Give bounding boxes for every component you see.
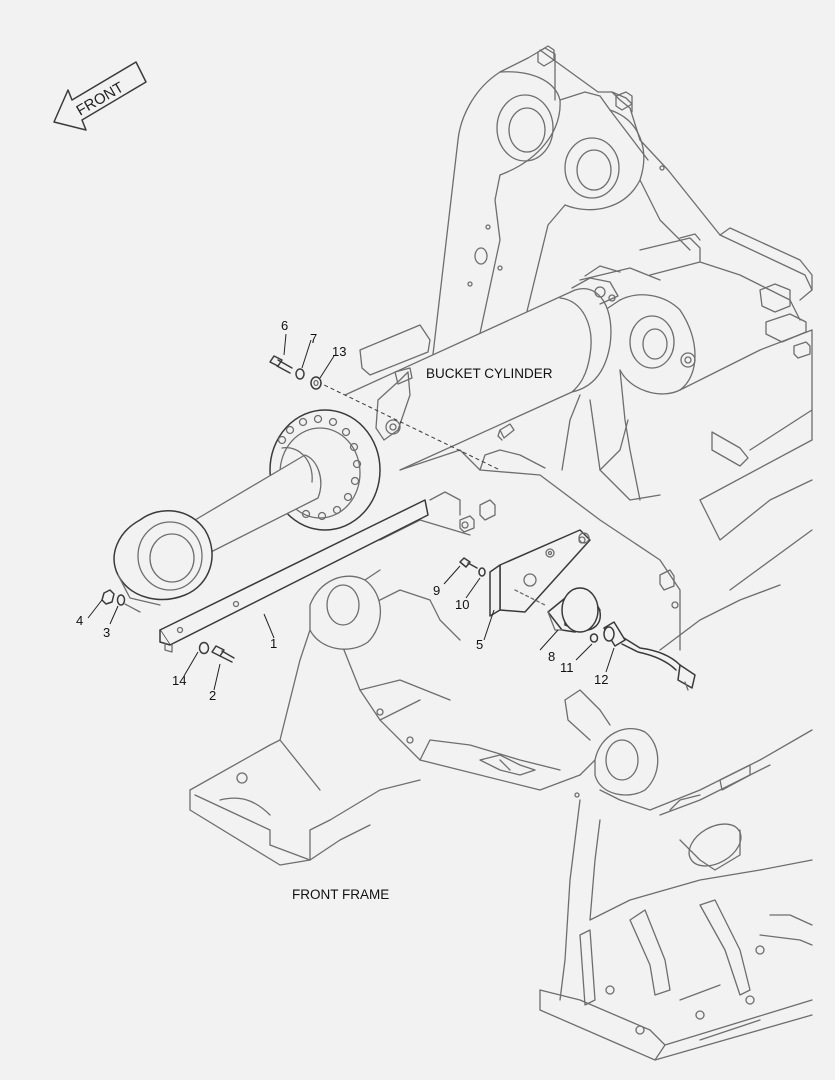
- callout-9: 9: [433, 583, 440, 598]
- callout-8: 8: [548, 649, 555, 664]
- part-12-connector: [603, 621, 696, 691]
- part-8-sensor-housing: [547, 587, 601, 633]
- callout-1: 1: [270, 636, 277, 651]
- routing-line: [317, 381, 501, 471]
- front-frame-label: FRONT FRAME: [292, 887, 389, 902]
- part-1-guard-plate: [159, 499, 429, 653]
- callout-13: 13: [332, 344, 346, 359]
- front-arrow-label: FRONT: [74, 79, 127, 120]
- callout-5: 5: [476, 637, 483, 652]
- callout-3: 3: [103, 625, 110, 640]
- callout-14: 14: [172, 673, 186, 688]
- bucket-cylinder-label: BUCKET CYLINDER: [426, 366, 553, 381]
- callout-6: 6: [281, 318, 288, 333]
- front-frame: [189, 584, 813, 1061]
- callout-7: 7: [310, 331, 317, 346]
- bucket-cylinder: [113, 265, 621, 606]
- callout-10: 10: [455, 597, 469, 612]
- hardware: [101, 355, 599, 663]
- front-arrow-icon: FRONT: [53, 61, 147, 131]
- middle-frame: [279, 449, 681, 798]
- upper-frame: [429, 45, 813, 381]
- leader-lines: [87, 333, 615, 691]
- flange-bolts: [277, 414, 362, 521]
- part-5-bracket: [489, 529, 591, 617]
- linkage-area: [559, 227, 813, 591]
- callouts: 1 2 3 4 5 6 7 8 9 10 11 12 13 14: [76, 318, 608, 703]
- callout-4: 4: [76, 613, 83, 628]
- callout-11: 11: [560, 660, 574, 675]
- callout-12: 12: [594, 672, 608, 687]
- callout-2: 2: [209, 688, 216, 703]
